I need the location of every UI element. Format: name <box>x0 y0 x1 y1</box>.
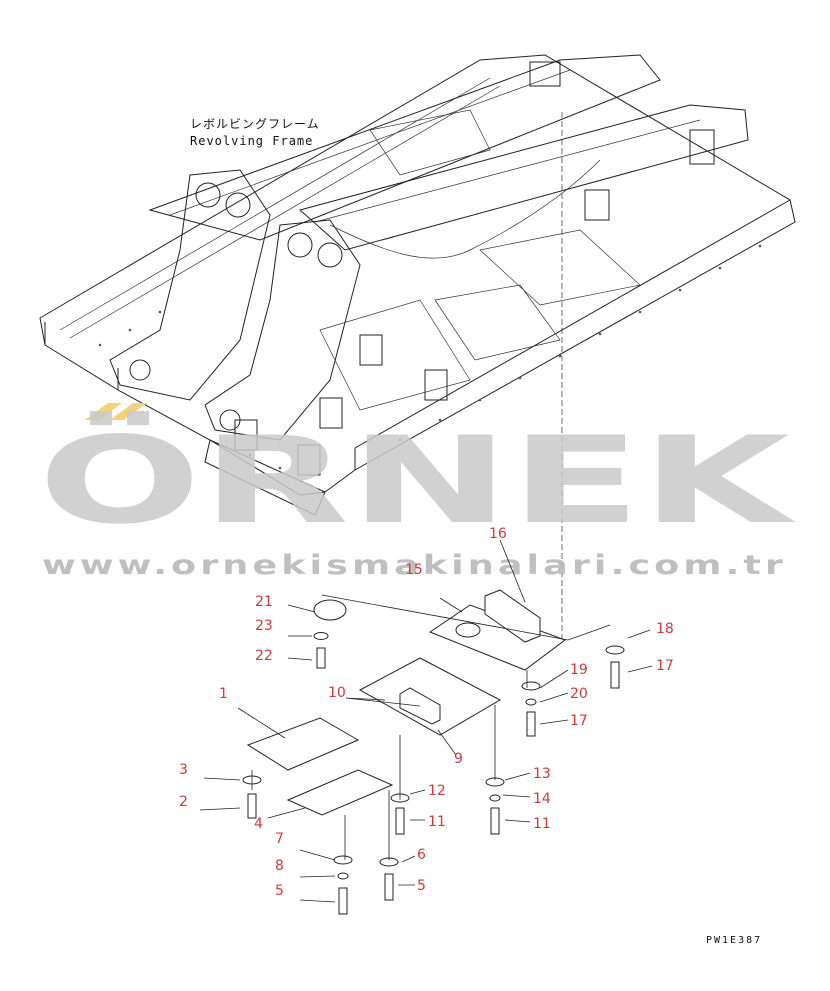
callout-18: 18 <box>656 621 674 637</box>
callout-6: 6 <box>417 847 426 863</box>
callout-7: 7 <box>275 831 284 847</box>
cover-plates <box>246 589 567 816</box>
callout-17b: 17 <box>570 713 588 729</box>
callout-9: 9 <box>454 751 463 767</box>
callout-4: 4 <box>254 816 263 832</box>
watermark-url: www.ornekismakinalari.com.tr <box>42 550 787 581</box>
assembly-guide-lines <box>251 594 611 860</box>
callout-15: 15 <box>405 562 423 578</box>
callout-8: 8 <box>275 858 284 874</box>
callout-2: 2 <box>179 794 188 810</box>
callout-11b: 11 <box>533 816 551 832</box>
callout-12: 12 <box>428 783 446 799</box>
callout-14: 14 <box>533 791 551 807</box>
watermark-accent-left <box>85 403 122 420</box>
callout-5b: 5 <box>417 878 426 894</box>
callout-3: 3 <box>179 762 188 778</box>
callout-leaders <box>199 539 653 903</box>
fasteners <box>242 632 625 915</box>
callout-5a: 5 <box>275 883 284 899</box>
frame-label-japanese: レボルビングフレーム <box>190 117 320 131</box>
callout-20: 20 <box>570 686 588 702</box>
frame-label-english: Revolving Frame <box>190 134 313 148</box>
callout-22: 22 <box>255 648 273 664</box>
callout-numbers: 1 2 3 4 5 5 6 7 8 9 10 11 11 12 13 14 15… <box>179 526 674 899</box>
callout-19: 19 <box>570 662 588 678</box>
callout-23: 23 <box>255 618 273 634</box>
callout-11a: 11 <box>428 814 446 830</box>
watermark-brand: ÖRNEK <box>38 411 796 551</box>
callout-16: 16 <box>489 526 507 542</box>
drawing-code: PW1E387 <box>706 935 762 946</box>
callout-17a: 17 <box>656 658 674 674</box>
callout-10: 10 <box>328 685 346 701</box>
watermark-accent-right <box>110 403 147 420</box>
watermark: ÖRNEK www.ornekismakinalari.com.tr <box>38 403 796 581</box>
callout-1: 1 <box>219 686 228 702</box>
revolving-frame-drawing <box>39 54 796 640</box>
callout-13: 13 <box>533 766 551 782</box>
callout-21: 21 <box>255 594 273 610</box>
